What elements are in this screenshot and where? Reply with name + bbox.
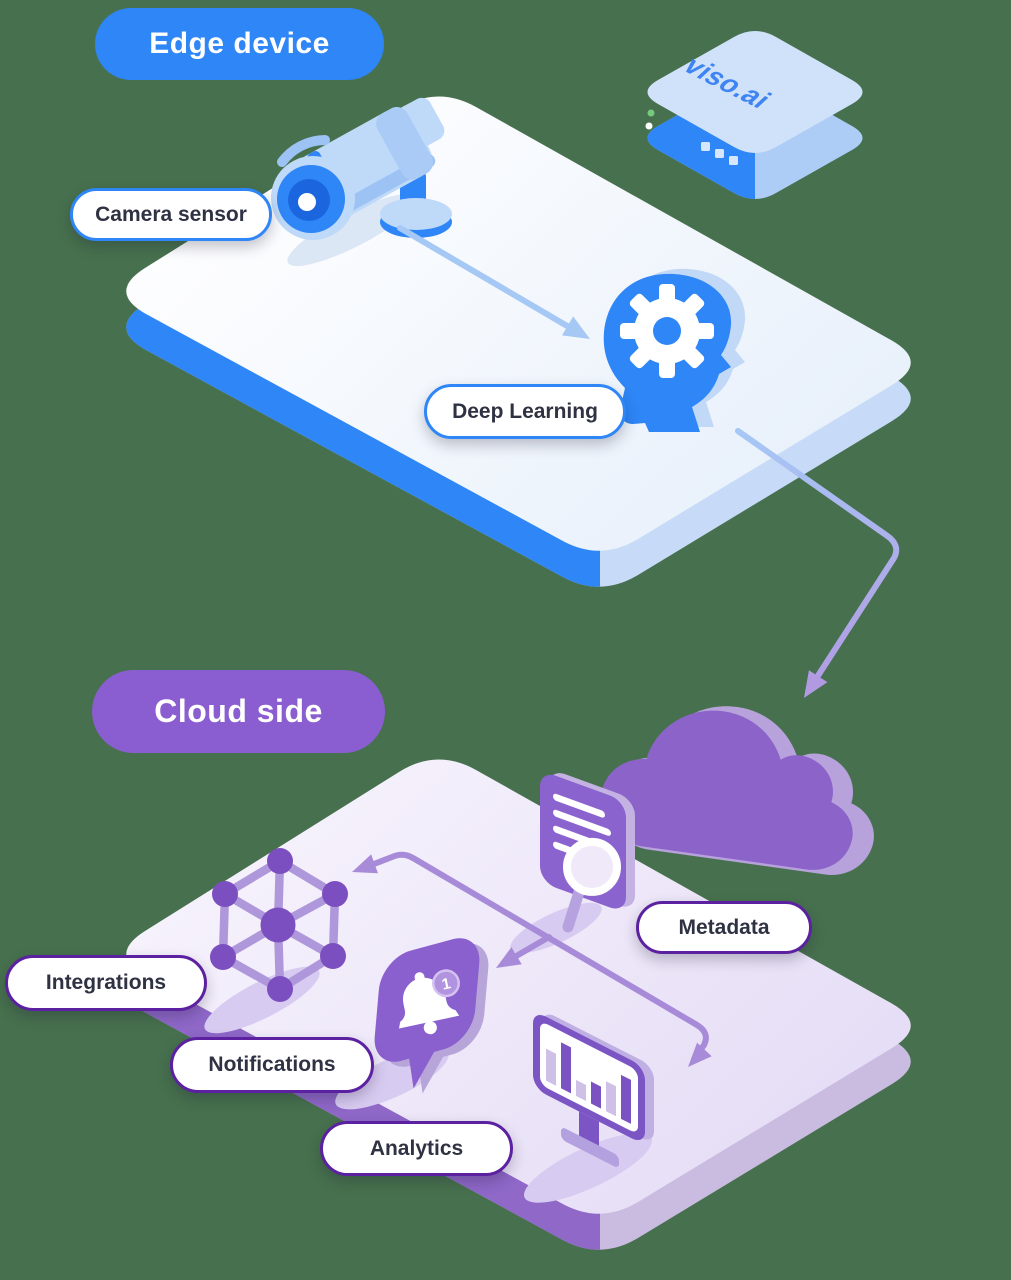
label-notifications: Notifications	[170, 1037, 374, 1093]
notification-bell-icon: 1	[374, 938, 489, 1094]
camera-to-ai-arrow	[397, 225, 590, 339]
bell-badge: 1	[432, 969, 460, 998]
label-analytics: Analytics	[320, 1121, 513, 1176]
document-search-icon	[540, 773, 635, 933]
gear-icon	[620, 284, 714, 378]
camera-icon	[271, 97, 452, 240]
main-flow-line	[371, 851, 709, 1062]
ai-to-cloud-arrow	[735, 428, 900, 698]
analytics-monitor-icon	[533, 1014, 654, 1167]
magnifier-icon	[562, 837, 621, 933]
label-metadata: Metadata	[636, 901, 812, 954]
network-graph-icon	[210, 848, 348, 1002]
section-badge-edge-device: Edge device	[95, 8, 384, 80]
cloud-icon	[600, 706, 874, 876]
notification-count: 1	[440, 975, 452, 993]
bar-chart-glyph	[546, 1042, 631, 1124]
edge-box-icon	[645, 31, 863, 199]
ai-head-icon	[603, 268, 746, 432]
cloud-flow-arrows	[352, 851, 712, 1067]
label-integrations: Integrations	[5, 955, 207, 1011]
label-camera-sensor: Camera sensor	[70, 188, 272, 241]
label-deep-learning: Deep Learning	[424, 384, 626, 439]
section-badge-cloud-side: Cloud side	[92, 670, 385, 753]
